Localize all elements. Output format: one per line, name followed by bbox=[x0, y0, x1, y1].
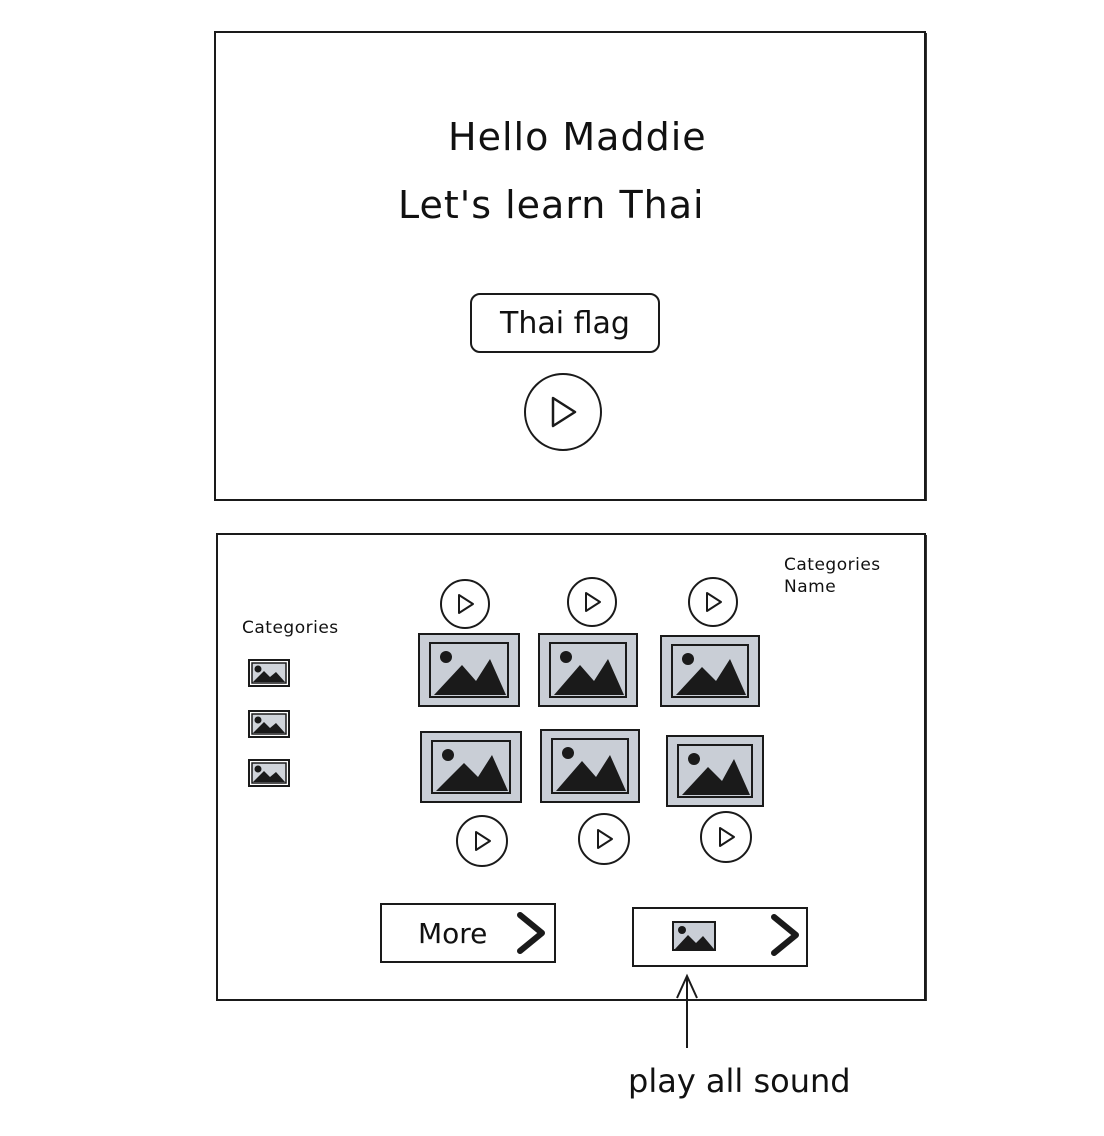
vocab-image-card[interactable] bbox=[660, 635, 760, 707]
item-play-button[interactable] bbox=[700, 811, 752, 863]
greeting-text: Hello Maddie bbox=[448, 115, 707, 159]
vocab-image-card[interactable] bbox=[666, 735, 764, 807]
vocab-image-card[interactable] bbox=[538, 633, 638, 707]
sidebar-category-item[interactable] bbox=[248, 759, 290, 787]
more-button[interactable]: More bbox=[380, 903, 556, 963]
play-icon bbox=[719, 827, 735, 847]
vocab-image-card[interactable] bbox=[420, 731, 522, 803]
image-icon bbox=[431, 740, 511, 794]
play-icon bbox=[585, 592, 601, 612]
thai-flag-placeholder: Thai flag bbox=[470, 293, 660, 353]
play-all-button[interactable] bbox=[632, 907, 808, 967]
image-icon bbox=[672, 921, 716, 951]
more-button-label: More bbox=[418, 916, 488, 950]
vocab-image-card[interactable] bbox=[540, 729, 640, 803]
image-icon bbox=[248, 659, 290, 687]
chevron-right-icon bbox=[771, 914, 799, 956]
play-icon bbox=[706, 592, 722, 612]
image-icon bbox=[671, 644, 749, 698]
image-icon bbox=[248, 759, 290, 787]
item-play-button[interactable] bbox=[456, 815, 508, 867]
image-icon bbox=[677, 744, 753, 798]
category-name-label-line2: Name bbox=[784, 577, 837, 597]
sidebar-title: Categories bbox=[242, 618, 339, 638]
play-icon bbox=[597, 829, 613, 849]
vocab-image-card[interactable] bbox=[418, 633, 520, 707]
image-icon bbox=[549, 642, 627, 698]
item-play-button[interactable] bbox=[567, 577, 617, 627]
item-play-button[interactable] bbox=[440, 579, 490, 629]
item-play-button[interactable] bbox=[688, 577, 738, 627]
play-icon bbox=[458, 594, 474, 614]
thai-flag-label: Thai flag bbox=[500, 305, 630, 341]
categories-screen: Categories Categories Name bbox=[216, 533, 926, 1001]
item-play-button[interactable] bbox=[578, 813, 630, 865]
image-icon bbox=[551, 738, 629, 794]
annotation-label: play all sound bbox=[628, 1062, 851, 1100]
chevron-right-icon bbox=[517, 912, 545, 954]
annotation-arrow bbox=[676, 973, 698, 1048]
image-icon bbox=[429, 642, 509, 698]
welcome-screen: Hello Maddie Let's learn Thai Thai flag bbox=[214, 31, 926, 501]
image-icon bbox=[248, 710, 290, 738]
play-icon bbox=[475, 831, 491, 851]
welcome-play-button[interactable] bbox=[524, 373, 602, 451]
sidebar-category-item[interactable] bbox=[248, 710, 290, 738]
sidebar-category-item[interactable] bbox=[248, 659, 290, 687]
subtitle-text: Let's learn Thai bbox=[398, 183, 705, 227]
play-icon bbox=[551, 396, 577, 428]
category-name-label-line1: Categories bbox=[784, 555, 881, 575]
